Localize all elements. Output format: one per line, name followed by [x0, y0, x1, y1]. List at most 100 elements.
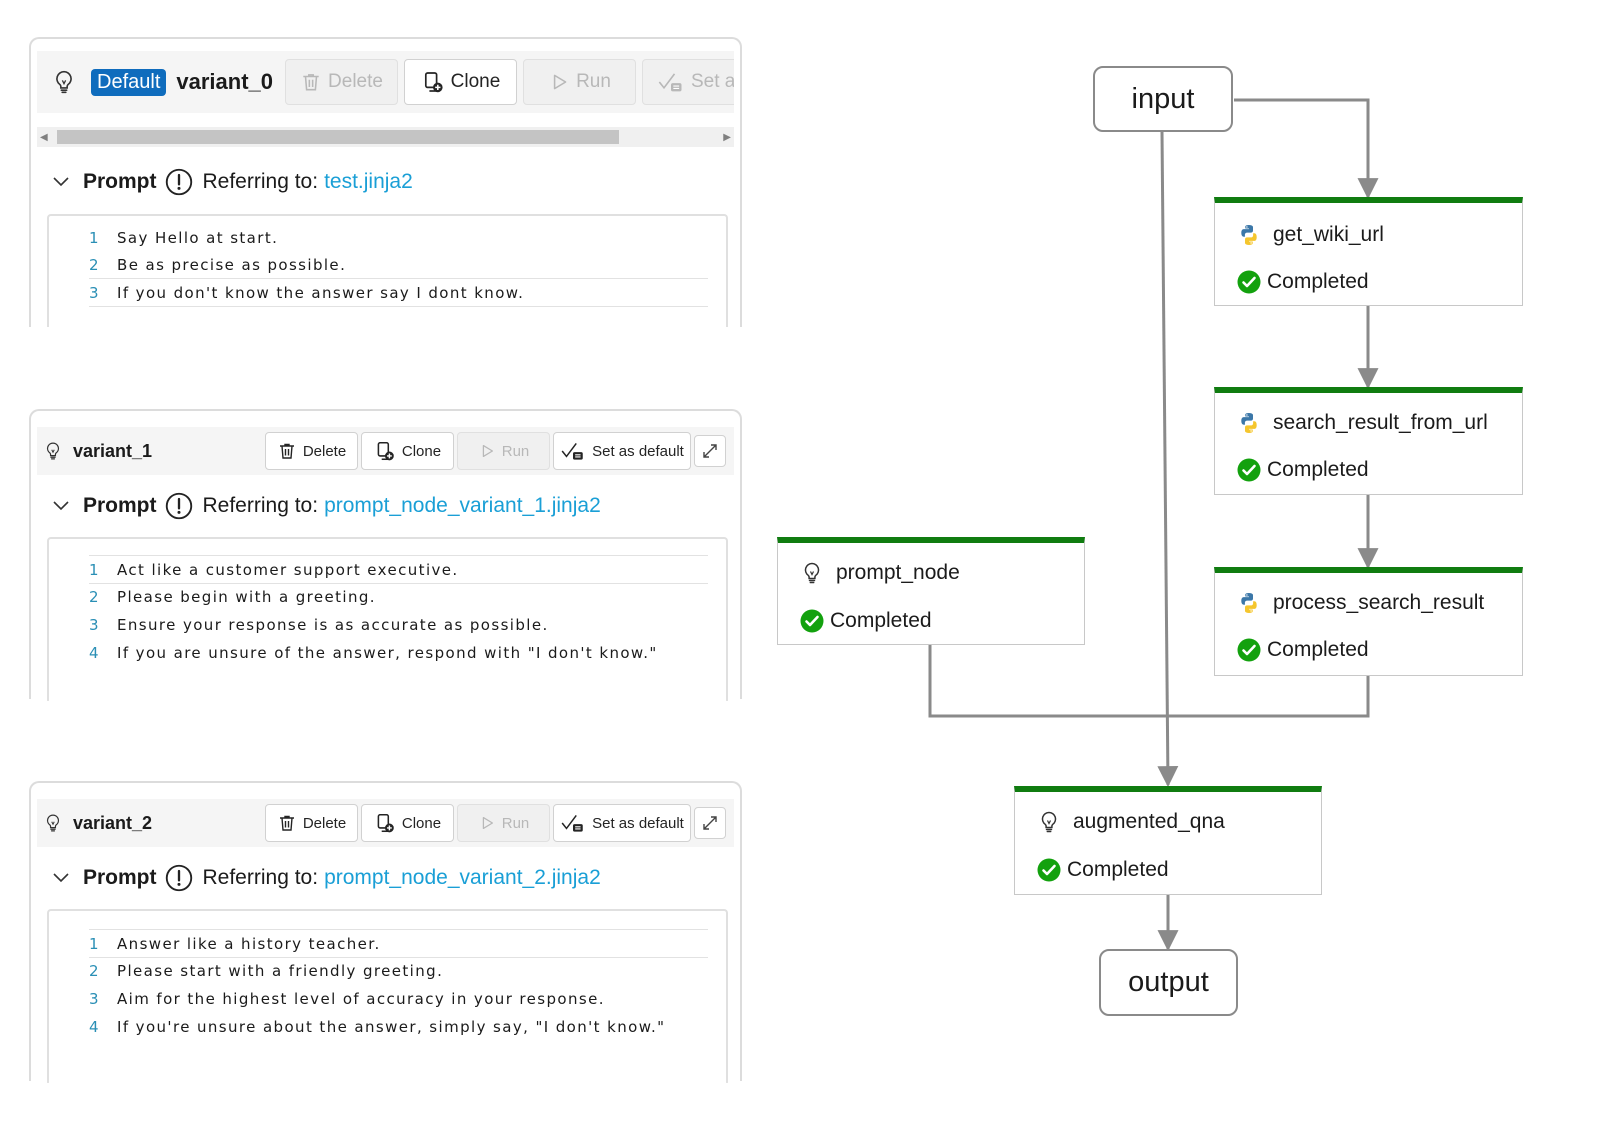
flow-node-get-wiki-url[interactable]: get_wiki_url Completed: [1214, 197, 1523, 306]
clone-icon: [374, 440, 396, 462]
node-status: Completed: [1267, 458, 1369, 481]
run-button[interactable]: Run: [523, 59, 636, 105]
delete-button[interactable]: Delete: [265, 804, 358, 842]
expand-icon: [700, 813, 720, 833]
prompt-header: Prompt Referring to: prompt_node_variant…: [51, 492, 601, 520]
check-circle-icon: [1237, 458, 1261, 482]
prompt-header: Prompt Referring to: test.jinja2: [51, 168, 413, 196]
referring-to-label: Referring to:: [202, 494, 319, 517]
info-icon: [165, 168, 193, 196]
run-button[interactable]: Run: [457, 432, 550, 470]
check-circle-icon: [800, 609, 824, 633]
check-circle-icon: [1037, 858, 1061, 882]
referring-to-label: Referring to:: [202, 866, 319, 889]
play-icon: [478, 814, 496, 832]
chevron-down-icon[interactable]: [51, 172, 71, 192]
clone-button[interactable]: Clone: [361, 432, 454, 470]
variant-name: variant_2: [73, 812, 153, 833]
lightbulb-icon: [51, 69, 77, 95]
flow-output-node[interactable]: output: [1099, 949, 1238, 1016]
scrollbar-thumb[interactable]: [57, 130, 619, 144]
node-name: search_result_from_url: [1273, 411, 1488, 434]
expand-button[interactable]: [694, 435, 726, 467]
prompt-label: Prompt: [83, 494, 157, 517]
referring-to-label: Referring to:: [202, 170, 319, 193]
prompt-label: Prompt: [83, 170, 157, 193]
variant-name: variant_0: [176, 69, 273, 94]
default-badge: Default: [91, 68, 167, 96]
lightbulb-icon: [43, 441, 63, 461]
chevron-down-icon[interactable]: [51, 868, 71, 888]
expand-button[interactable]: [694, 807, 726, 839]
play-icon: [548, 71, 570, 93]
set-default-icon: [560, 440, 586, 462]
node-status: Completed: [1267, 270, 1369, 293]
clone-button[interactable]: Clone: [404, 59, 517, 105]
python-icon: [1237, 591, 1261, 615]
python-icon: [1237, 411, 1261, 435]
scroll-left-arrow[interactable]: ◀: [40, 132, 48, 143]
lightbulb-icon: [800, 561, 824, 585]
delete-button[interactable]: Delete: [285, 59, 398, 105]
info-icon: [165, 864, 193, 892]
run-button[interactable]: Run: [457, 804, 550, 842]
node-status: Completed: [830, 609, 932, 632]
variant-panel-0: Default variant_0 Delete Clone Run Set a…: [29, 37, 742, 357]
variant-toolbar: variant_2 Delete Clone Run Set as defaul…: [37, 799, 734, 847]
chevron-down-icon[interactable]: [51, 496, 71, 516]
flow-input-node[interactable]: input: [1093, 66, 1233, 132]
edge-input-augmented: [1157, 131, 1179, 788]
prompt-file-link[interactable]: test.jinja2: [324, 170, 413, 193]
clone-icon: [374, 812, 396, 834]
set-default-button[interactable]: Set as default: [553, 804, 691, 842]
prompt-label: Prompt: [83, 866, 157, 889]
set-default-button[interactable]: Set as default: [553, 432, 691, 470]
flow-node-search-result-from-url[interactable]: search_result_from_url Completed: [1214, 387, 1523, 495]
trash-icon: [300, 71, 322, 93]
play-icon: [478, 442, 496, 460]
flow-node-augmented-qna[interactable]: augmented_qna Completed: [1014, 786, 1322, 895]
trash-icon: [277, 441, 297, 461]
flow-node-process-search-result[interactable]: process_search_result Completed: [1214, 567, 1523, 676]
clone-icon: [421, 70, 445, 94]
python-icon: [1237, 223, 1261, 247]
delete-button[interactable]: Delete: [265, 432, 358, 470]
node-status: Completed: [1267, 638, 1369, 661]
set-default-icon: [560, 812, 586, 834]
node-name: process_search_result: [1273, 591, 1485, 614]
node-status: Completed: [1067, 858, 1169, 881]
prompt-file-link[interactable]: prompt_node_variant_1.jinja2: [324, 494, 601, 517]
node-name: get_wiki_url: [1273, 223, 1384, 246]
lightbulb-icon: [1037, 810, 1061, 834]
flow-node-prompt-node[interactable]: prompt_node Completed: [777, 537, 1085, 645]
clone-button[interactable]: Clone: [361, 804, 454, 842]
check-circle-icon: [1237, 638, 1261, 662]
prompt-header: Prompt Referring to: prompt_node_variant…: [51, 864, 601, 892]
set-default-icon: [657, 70, 685, 94]
set-default-button[interactable]: Set as: [642, 59, 734, 105]
check-circle-icon: [1237, 270, 1261, 294]
variant-panel-2: variant_2 Delete Clone Run Set as defaul…: [29, 781, 742, 1111]
node-name: prompt_node: [836, 561, 960, 584]
edge-input-get-wiki-url: [1234, 98, 1379, 200]
variant-toolbar: Default variant_0 Delete Clone Run Set a…: [37, 51, 734, 113]
info-icon: [165, 492, 193, 520]
node-name: augmented_qna: [1073, 810, 1225, 833]
trash-icon: [277, 813, 297, 833]
scroll-right-arrow[interactable]: ▶: [723, 132, 731, 143]
horizontal-scrollbar[interactable]: ◀ ▶: [37, 127, 734, 147]
prompt-file-link[interactable]: prompt_node_variant_2.jinja2: [324, 866, 601, 889]
variant-panel-1: variant_1 Delete Clone Run Set as defaul…: [29, 409, 742, 729]
lightbulb-icon: [43, 813, 63, 833]
